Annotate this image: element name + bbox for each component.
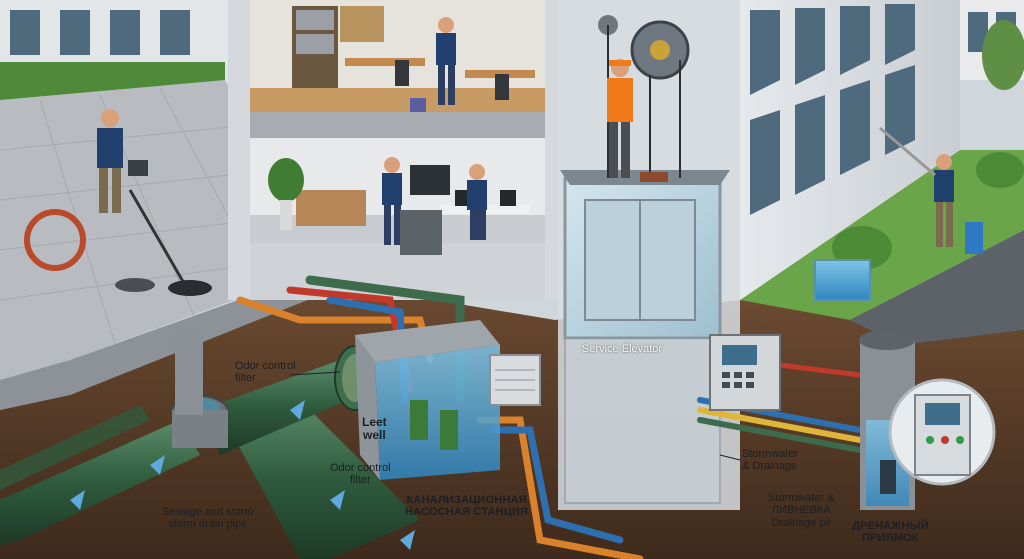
worker-elevator-technician <box>607 59 668 182</box>
pump-station <box>355 320 541 480</box>
stormwater-drainage-pit-label: Stormwater & ЛИВНЕВКА Drainage pit <box>768 492 835 529</box>
pump-station-ru-label: КАНАЛИЗАЦИОННАЯ НАСОСНАЯ СТАНЦИЯ <box>405 494 529 519</box>
odor-control-filter-bottom-label: Odor control filter <box>330 462 391 487</box>
background-buildings <box>0 0 1024 95</box>
leet-well-label: Leet well <box>362 415 387 443</box>
elevator-shaft <box>558 0 740 510</box>
drainage-pit-ru-label: ДРЕНАЖНЫЙ ПРИЯМОК <box>852 520 929 545</box>
building-cutaway <box>228 0 558 300</box>
manhole-cover <box>115 278 155 292</box>
manhole-open <box>168 280 212 296</box>
sewer-pipes <box>0 335 420 559</box>
callout-lines <box>289 371 741 461</box>
worker-inspector <box>24 109 187 286</box>
worker-window-cleaner <box>879 126 983 254</box>
worker-floor-scrubber <box>382 157 442 255</box>
worker-desk <box>467 164 487 240</box>
drainage-pit <box>859 330 996 510</box>
worker-vacuum <box>410 17 456 112</box>
office-building-right <box>740 0 960 300</box>
water-tank <box>814 259 871 301</box>
sewage-storm-pipe-label: Sewage and storm storm drain pipe <box>162 506 254 531</box>
stormwater-drainage-label: Stormwater & Drainage <box>742 448 799 473</box>
shrub <box>976 152 1024 188</box>
service-elevator-label: Service Elevator <box>582 343 663 355</box>
control-panel <box>709 334 781 411</box>
odor-control-filter-top-label: Odor control filter <box>235 360 296 385</box>
road <box>850 230 1024 345</box>
